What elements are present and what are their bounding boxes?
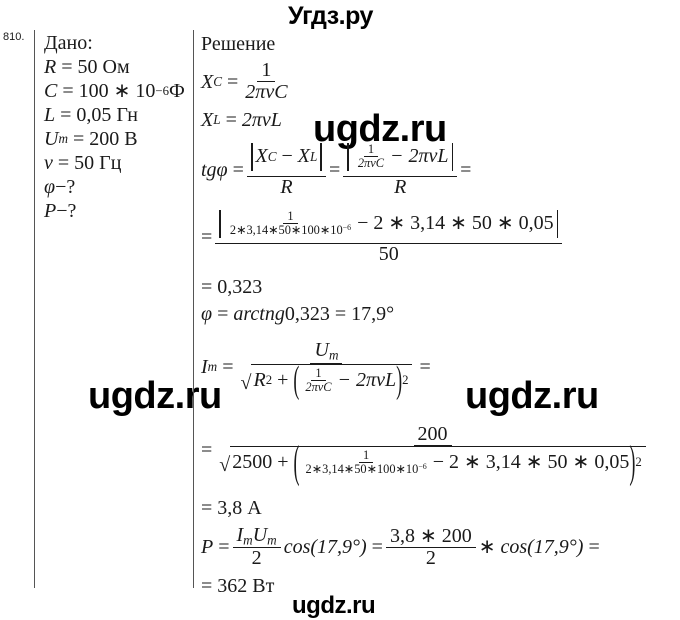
find-phase-angle: φ−?: [44, 176, 76, 198]
formula-current-numeric: = 200 √ 2500 + ( 1 2∗3,14∗50∗100∗10−6 − …: [201, 406, 671, 494]
formula-tangent-numeric: = 1 2∗3,14∗50∗100∗10−6 − 2 ∗ 3,14 ∗ 50 ∗…: [201, 201, 671, 273]
given-item-resistance: R = 50 Ом: [44, 56, 130, 78]
vertical-divider-right: [193, 30, 194, 588]
problem-number: 810.: [3, 31, 25, 43]
solution-heading: Решение: [201, 33, 276, 55]
current-numerator: Um: [310, 340, 343, 364]
fraction-inner-numeric: 1 2∗3,14∗50∗100∗10−6: [229, 208, 352, 238]
fraction-reactance-symbolic: 1 2πνC: [305, 365, 332, 394]
given-column: Дано: R = 50 Ом C = 100 ∗ 10−6 Ф L = 0,0…: [44, 31, 189, 223]
tangent-result: = 0,323: [201, 275, 263, 298]
power-numerator: ImUm: [232, 524, 281, 549]
fraction-tangent-numeric: 1 2∗3,14∗50∗100∗10−6 − 2 ∗ 3,14 ∗ 50 ∗ 0…: [215, 208, 563, 265]
watermark-top: Угдз.ру: [288, 2, 373, 30]
current-numeric-denominator: √ 2500 + ( 1 2∗3,14∗50∗100∗10−6 − 2 ∗ 3,…: [215, 438, 649, 485]
watermark-middle-left: ugdz.ru: [88, 375, 222, 417]
fraction-current-numeric: 200 √ 2500 + ( 1 2∗3,14∗50∗100∗10−6 − 2 …: [215, 423, 649, 485]
watermark-middle-right: ugdz.ru: [465, 375, 599, 417]
current-result: = 3,8 A: [201, 497, 262, 519]
tangent-numeric-numerator: 1 2∗3,14∗50∗100∗10−6 − 2 ∗ 3,14 ∗ 50 ∗ 0…: [215, 208, 563, 244]
given-item-frequency: ν = 50 Гц: [44, 152, 122, 174]
fraction-reactance-numeric: 1 2∗3,14∗50∗100∗10−6: [305, 447, 427, 477]
watermark-middle-upper: ugdz.ru: [313, 108, 447, 150]
find-power: P−?: [44, 200, 77, 222]
fraction-power-symbolic: ImUm 2: [232, 524, 281, 570]
given-item-capacitance: C = 100 ∗ 10−6 Ф: [44, 80, 185, 102]
power-result: = 362 Вт: [201, 575, 275, 597]
fraction-xc: 1 2πνC: [245, 59, 288, 103]
fraction-power-numeric: 3,8 ∗ 200 2: [385, 525, 476, 569]
formula-power: P = ImUm 2 cos(17,9°) = 3,8 ∗ 200 2 ∗ co…: [201, 523, 600, 570]
tangent-expanded-numerator: 1 2πνC − 2πνL: [343, 141, 458, 177]
sqrt-impedance-numeric: √ 2500 + ( 1 2∗3,14∗50∗100∗10−6 − 2 ∗ 3,…: [219, 438, 646, 485]
vertical-divider-left: [34, 30, 35, 588]
given-item-inductance: L = 0,05 Гн: [44, 104, 138, 126]
watermark-bottom: ugdz.ru: [292, 592, 376, 619]
given-heading: Дано:: [44, 32, 93, 54]
fraction-one-over-2pinuC: 1 2πνC: [357, 141, 384, 170]
fraction-tangent-expanded: 1 2πνC − 2πνL R: [343, 141, 458, 198]
